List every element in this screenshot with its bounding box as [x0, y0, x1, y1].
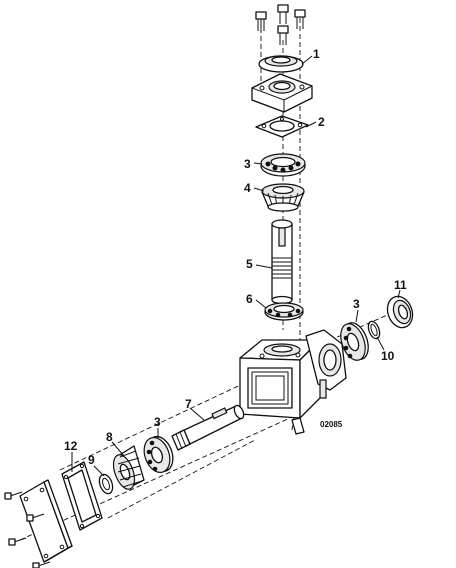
snap-ring-part-9	[98, 473, 114, 495]
callout-10: 10	[381, 349, 395, 363]
callout-7: 7	[185, 397, 192, 411]
seal-part-1	[258, 55, 304, 73]
callout-9: 9	[88, 453, 95, 467]
bolt-icon	[277, 25, 289, 45]
callout-3-left: 3	[154, 415, 161, 429]
leader-lines	[71, 55, 401, 477]
figure-reference-number: 02085	[320, 420, 343, 429]
bearing-part-3-right	[340, 322, 369, 361]
callout-11: 11	[394, 278, 407, 292]
snap-ring-part-10	[367, 320, 381, 340]
callout-2: 2	[318, 115, 325, 129]
bolt-icon	[277, 4, 289, 24]
callout-8: 8	[106, 430, 113, 444]
side-cover-plate	[19, 479, 73, 563]
callout-1: 1	[313, 47, 320, 61]
bolt-icon	[294, 9, 306, 29]
gearbox-housing	[239, 329, 347, 435]
bolt-icon	[8, 537, 27, 546]
gasket-part-12	[61, 461, 103, 531]
callout-3-top: 3	[244, 157, 251, 171]
callout-4: 4	[244, 181, 251, 195]
shaft-part-5	[271, 219, 293, 305]
top-bolts	[255, 4, 306, 45]
bolt-icon	[26, 513, 45, 522]
bolt-icon	[255, 11, 267, 32]
callout-12: 12	[64, 439, 78, 453]
bolt-icon	[32, 561, 51, 568]
callout-3-right: 3	[353, 297, 360, 311]
callout-labels: 1 2 3 4 5 6 3 11 10 7 3 8 9 12 02085	[64, 47, 407, 467]
callout-6: 6	[246, 292, 253, 306]
callout-5: 5	[246, 257, 253, 271]
bevel-gear-part-4	[261, 183, 305, 212]
seal-part-11	[386, 295, 414, 329]
bearing-part-3-left	[143, 435, 174, 474]
bearing-part-6	[264, 302, 304, 321]
side-bolts	[4, 491, 51, 568]
bearing-part-3-top	[260, 153, 306, 177]
gasket-part-2	[255, 115, 309, 138]
top-cover-plate	[251, 73, 313, 113]
assembly-centerlines	[19, 18, 411, 541]
input-shaft-part-7	[171, 404, 245, 451]
bolt-icon	[4, 491, 23, 500]
bevel-gear-part-8	[112, 445, 145, 490]
